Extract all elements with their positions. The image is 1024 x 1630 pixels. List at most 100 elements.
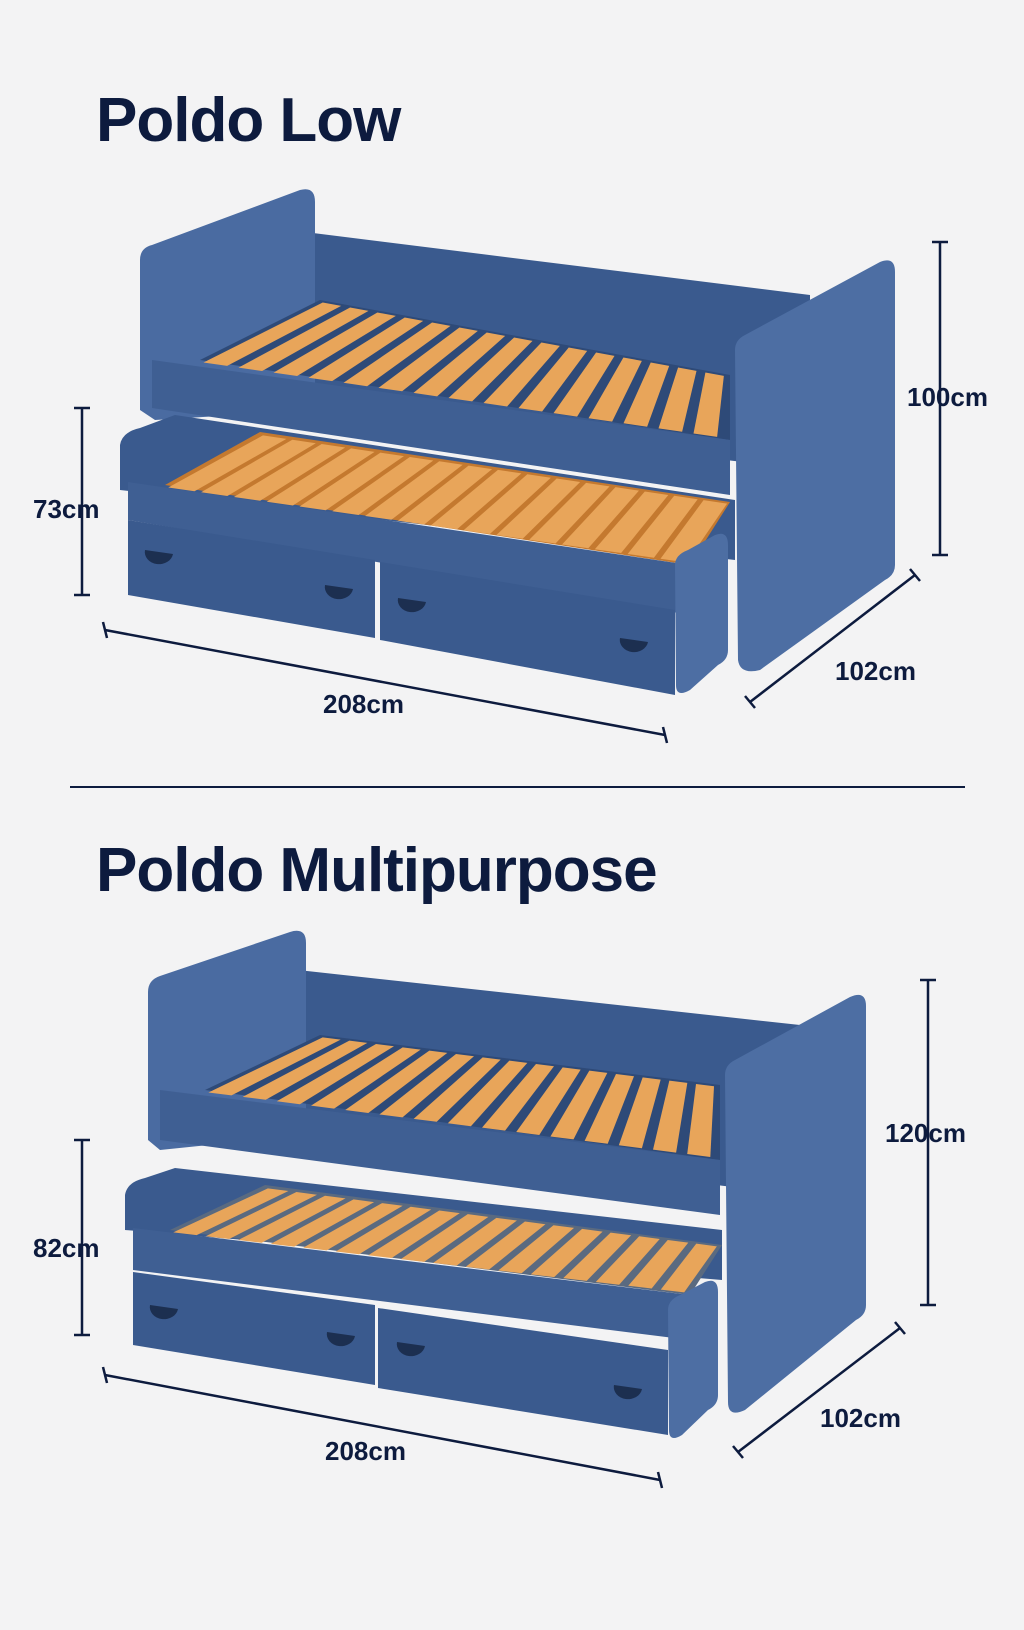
height-label: 120cm [885, 1118, 966, 1148]
slat [168, 435, 287, 492]
slat [498, 1225, 575, 1274]
drawer-handle-icon [324, 585, 353, 600]
length-label: 208cm [325, 1436, 406, 1466]
slat [518, 347, 588, 412]
slat [201, 439, 316, 497]
upper-front-rail [152, 360, 730, 495]
slat [397, 465, 493, 525]
drawer-handle-icon [397, 598, 426, 613]
slat [553, 352, 615, 417]
slat [550, 1070, 608, 1140]
slat [660, 500, 728, 563]
slat [628, 1239, 689, 1289]
slat [238, 1195, 346, 1243]
drawer-right[interactable] [380, 562, 675, 695]
depth-label: 102cm [835, 656, 916, 686]
trundle-side [668, 1280, 718, 1439]
slat [687, 1084, 714, 1158]
slat [530, 1228, 603, 1278]
slat [365, 461, 463, 520]
slat [332, 456, 434, 516]
slat [343, 322, 451, 387]
slat [205, 1192, 317, 1239]
section-divider [70, 786, 965, 788]
slat [447, 1060, 528, 1127]
lower-slats [168, 435, 728, 563]
slat [379, 1054, 474, 1118]
drawer-handle-icon [396, 1342, 425, 1357]
dimension-lines [74, 978, 936, 1489]
slat [335, 1206, 432, 1255]
slat [173, 1188, 289, 1236]
trundle-side [675, 533, 728, 694]
slat [529, 482, 610, 544]
slat [465, 1221, 546, 1270]
drawer-left[interactable] [128, 520, 375, 638]
slat [594, 491, 669, 554]
slat [430, 469, 522, 530]
slat [584, 1074, 634, 1144]
slat [238, 307, 369, 371]
lower-front-rail [128, 482, 690, 615]
drawer-handle-icon [613, 1385, 642, 1400]
depth-label: 102cm [820, 1403, 901, 1433]
slat [311, 1047, 421, 1109]
right-footboard [725, 994, 866, 1413]
lower-front-rail [133, 1228, 690, 1340]
slat [413, 1057, 501, 1122]
lower-height-label: 82cm [33, 1233, 100, 1263]
slat [693, 372, 724, 437]
slat [345, 1050, 448, 1114]
lower-slats [173, 1188, 717, 1293]
product-title-low: Poldo Low [96, 86, 401, 155]
slat [660, 1243, 717, 1293]
drawer-right[interactable] [378, 1308, 668, 1435]
slat [276, 1044, 394, 1105]
bed-illustration-low: 100cm 73cm 208cm 102cm [33, 189, 988, 744]
slat [208, 1037, 341, 1096]
slat [203, 302, 342, 366]
slat [242, 1040, 368, 1100]
slat [368, 1210, 460, 1259]
slat [653, 1080, 688, 1153]
drawer-handle-icon [144, 550, 173, 565]
product-title-multipurpose: Poldo Multipurpose [96, 836, 658, 905]
slat [400, 1214, 489, 1262]
slat [483, 342, 560, 407]
bed-illustration-multipurpose: 120cm 82cm 208cm 102cm [33, 930, 966, 1489]
slat [563, 1232, 632, 1281]
slat [618, 1077, 661, 1149]
upper-slats [208, 1037, 714, 1158]
slat [562, 487, 639, 549]
slat [482, 1064, 554, 1131]
slat [463, 474, 551, 535]
slat [299, 452, 404, 511]
slat [303, 1203, 403, 1251]
slat [658, 367, 697, 432]
upper-front-rail [160, 1090, 720, 1215]
length-label: 208cm [323, 689, 404, 719]
slat [623, 362, 670, 427]
dimension-lines [74, 240, 948, 744]
drawer-handle-icon [326, 1332, 355, 1347]
slat [378, 327, 478, 392]
slat [273, 312, 396, 377]
slat [433, 1217, 517, 1266]
upper-slats [203, 302, 724, 437]
slat [516, 1067, 581, 1136]
slat [627, 495, 698, 558]
drawer-handle-icon [619, 638, 648, 653]
drawer-left[interactable] [133, 1272, 375, 1385]
drawer-handle-icon [149, 1305, 178, 1320]
slat [413, 332, 506, 397]
slat [448, 337, 533, 402]
slat [496, 478, 581, 539]
slat [266, 448, 375, 506]
slat [308, 317, 424, 382]
lower-height-label: 73cm [33, 494, 100, 524]
slat [595, 1236, 660, 1285]
height-label: 100cm [907, 382, 988, 412]
slat [233, 444, 346, 501]
slat [588, 357, 642, 422]
slat [270, 1199, 375, 1247]
